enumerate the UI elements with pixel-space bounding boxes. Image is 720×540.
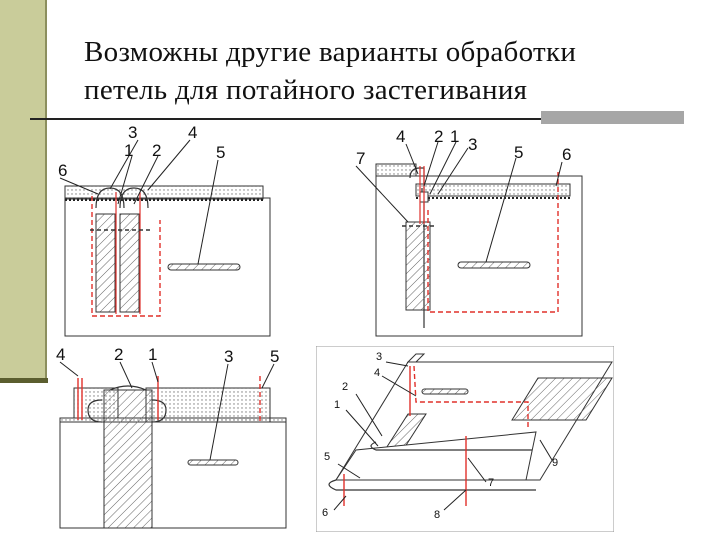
fig4-label-4: 4 <box>374 367 380 379</box>
figure-4-diagram: 3 4 2 1 5 6 8 7 9 <box>316 346 614 532</box>
sidebar-strip <box>0 0 47 382</box>
title-divider-line <box>30 118 678 120</box>
fig4-label-3: 3 <box>376 351 382 363</box>
slide-title: Возможны другие варианты обработки петел… <box>84 33 684 109</box>
fig2-label-2: 2 <box>434 127 443 146</box>
fig3-label-3: 3 <box>224 347 233 366</box>
fig4-label-8: 8 <box>434 509 440 521</box>
figure-4: 3 4 2 1 5 6 8 7 9 <box>316 346 614 532</box>
fig2-label-4: 4 <box>396 127 405 146</box>
fig1-label-5: 5 <box>216 143 225 162</box>
fig2-label-3: 3 <box>468 135 477 154</box>
figure-2: 4 2 1 3 5 6 7 <box>352 124 584 340</box>
fig4-label-1: 1 <box>334 399 340 411</box>
fig2-label-5: 5 <box>514 143 523 162</box>
fig3-label-2: 2 <box>114 346 123 364</box>
figure-2-diagram: 4 2 1 3 5 6 7 <box>355 127 583 337</box>
fig3-label-1: 1 <box>148 346 157 364</box>
fig1-label-6: 6 <box>58 161 67 180</box>
fig1-label-4: 4 <box>188 124 197 142</box>
figure-1-diagram: 3 1 2 4 5 6 <box>58 124 271 337</box>
fig4-label-5: 5 <box>324 451 330 463</box>
fig4-label-2: 2 <box>342 381 348 393</box>
fig3-label-5: 5 <box>270 347 279 366</box>
fig1-label-3: 3 <box>128 124 137 142</box>
figure-1: 3 1 2 4 5 6 <box>50 124 272 340</box>
fig4-label-7: 7 <box>488 477 494 489</box>
fig4-label-9: 9 <box>552 457 558 469</box>
title-line-2: петель для потайного застегивания <box>84 74 528 106</box>
fig3-label-4: 4 <box>56 346 65 364</box>
fig1-label-1: 1 <box>124 141 133 160</box>
fig4-label-6: 6 <box>322 507 328 519</box>
fig1-label-2: 2 <box>152 141 161 160</box>
fig2-label-7: 7 <box>356 149 365 168</box>
fig2-label-6: 6 <box>562 145 571 164</box>
title-line-1: Возможны другие варианты обработки <box>84 36 577 68</box>
figure-3: 4 2 1 3 5 <box>52 346 290 532</box>
sidebar-accent-bar <box>0 378 48 383</box>
title-divider-bar <box>541 111 684 124</box>
figure-3-diagram: 4 2 1 3 5 <box>56 346 287 529</box>
fig2-label-1: 1 <box>450 127 459 146</box>
